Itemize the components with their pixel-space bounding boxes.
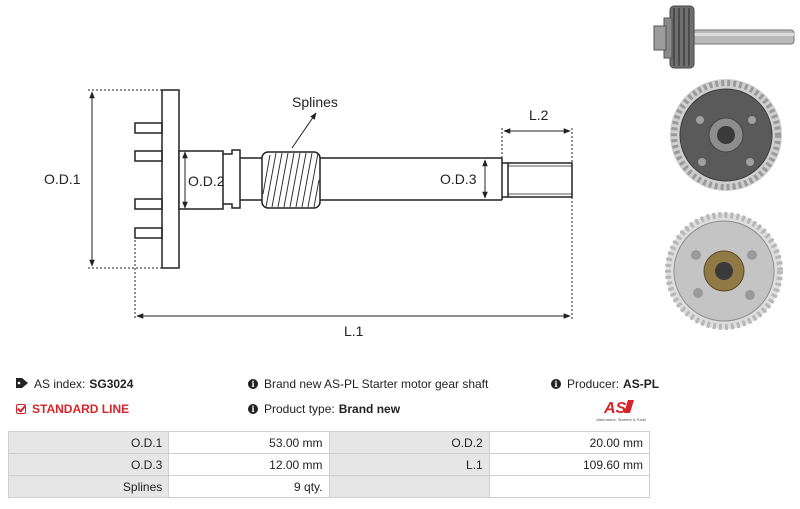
- product-type: i Product type: Brand new: [248, 402, 400, 416]
- producer-label: Producer:: [567, 377, 620, 391]
- logo-mark: AS: [603, 400, 627, 417]
- checkbox-icon: [16, 404, 26, 414]
- flange-bolt: [134, 122, 163, 134]
- label-l1: L.1: [344, 323, 364, 339]
- product-photo-flange-dark: [670, 79, 782, 191]
- spec-label: O.D.2: [328, 431, 490, 454]
- as-index-label: AS index:: [34, 377, 86, 391]
- flange-bolt: [134, 150, 163, 162]
- standard-line-label: STANDARD LINE: [32, 402, 130, 416]
- product-type-label: Product type:: [264, 402, 335, 416]
- flange-bolt: [134, 227, 163, 239]
- flange-bolt: [134, 198, 163, 210]
- spec-value: [488, 475, 651, 498]
- producer: i Producer: AS-PL: [551, 377, 659, 391]
- tag-icon: [16, 377, 28, 391]
- table-row: Splines 9 qty.: [7, 475, 651, 498]
- label-od3: O.D.3: [440, 171, 477, 187]
- logo-tagline: Alternators, Starters & Parts: [596, 417, 646, 422]
- label-l2: L.2: [529, 107, 549, 123]
- table-row: O.D.3 12.00 mm L.1 109.60 mm: [7, 453, 651, 476]
- spec-value: 109.60 mm: [488, 453, 651, 476]
- label-od1: O.D.1: [44, 171, 81, 187]
- spec-label: L.1: [328, 453, 490, 476]
- as-index: AS index: SG3024: [16, 377, 133, 391]
- as-index-value: SG3024: [89, 377, 134, 391]
- table-row: O.D.1 53.00 mm O.D.2 20.00 mm: [7, 431, 651, 454]
- spec-value: 12.00 mm: [168, 453, 330, 476]
- label-od2: O.D.2: [188, 173, 225, 189]
- spec-value: 9 qty.: [168, 475, 330, 498]
- label-splines: Splines: [292, 94, 338, 110]
- standard-line: STANDARD LINE: [16, 402, 129, 416]
- product-photo-flange-light: [665, 212, 783, 330]
- shaft-end: [507, 162, 573, 198]
- product-description: i Brand new AS-PL Starter motor gear sha…: [248, 377, 488, 391]
- flange-plate: [161, 89, 180, 269]
- description-text: Brand new AS-PL Starter motor gear shaft: [264, 377, 489, 391]
- producer-value: AS-PL: [623, 377, 660, 391]
- spec-label: [328, 475, 490, 498]
- spline-section: [261, 151, 321, 209]
- info-icon: i: [248, 379, 258, 389]
- product-type-value: Brand new: [338, 402, 401, 416]
- spec-label: Splines: [7, 475, 170, 498]
- spec-label: O.D.3: [7, 453, 170, 476]
- spec-label: O.D.1: [7, 431, 170, 454]
- technical-drawing: O.D.1 O.D.2 O.D.3 L.1 L.2 Splines: [44, 89, 573, 339]
- info-icon: i: [248, 404, 258, 414]
- product-photo-shaft: [653, 5, 795, 69]
- info-icon: i: [551, 379, 561, 389]
- as-pl-logo: AS Alternators, Starters & Parts: [596, 400, 646, 422]
- spec-value: 20.00 mm: [488, 431, 651, 454]
- specs-table: O.D.1 53.00 mm O.D.2 20.00 mm O.D.3 12.0…: [7, 431, 651, 498]
- spec-value: 53.00 mm: [168, 431, 330, 454]
